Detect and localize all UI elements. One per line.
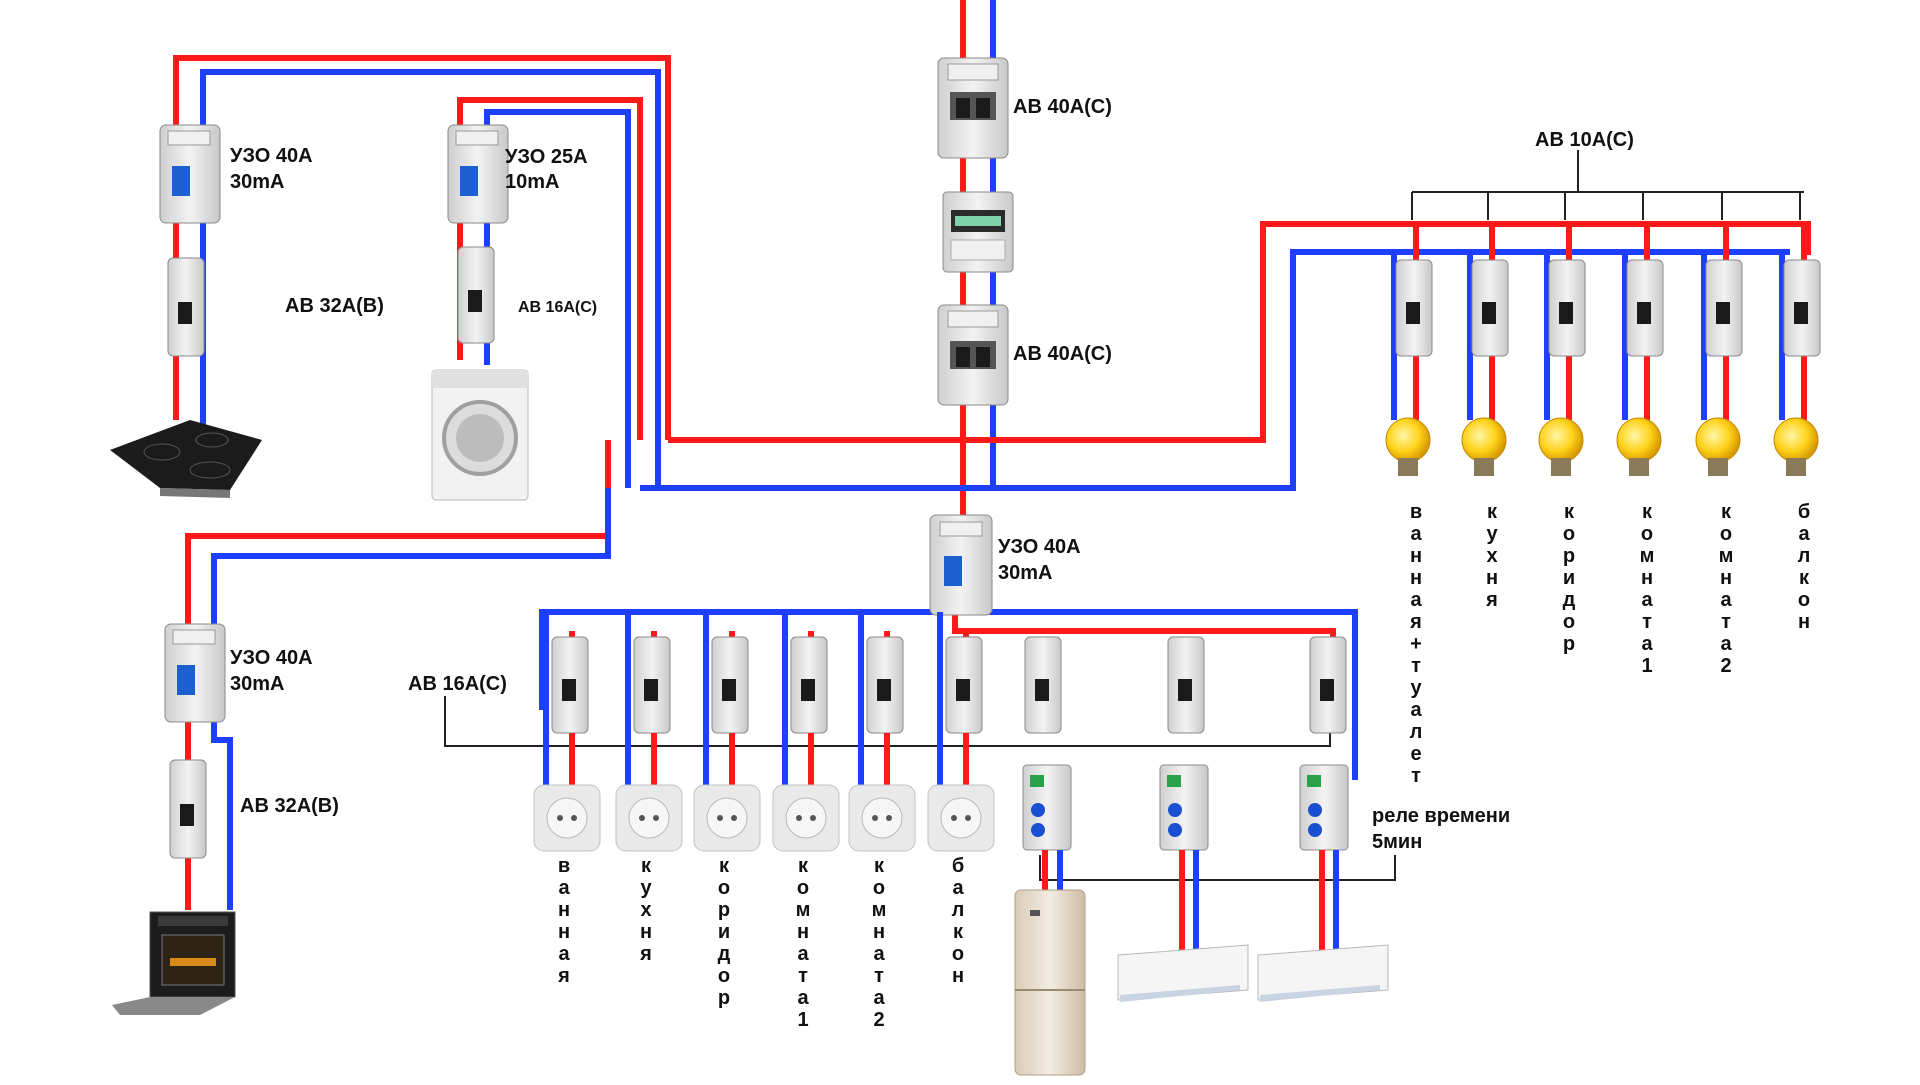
power-socket-icon [533,784,601,852]
rcd-oven-label-1: УЗО 40А [230,647,313,669]
rcd-washer-label-2: 10mA [505,171,559,193]
electricity-meter-icon [942,191,1014,273]
air-conditioner-icon [1117,850,1389,1002]
power-socket-icon [615,784,683,852]
rcd-oven-label-2: 30mA [230,673,284,695]
oven-icon [112,911,236,1015]
rcd-hob-label-1: УЗО 40А [230,145,313,167]
rcd-center [929,514,993,616]
socket-breaker [711,636,749,734]
socket-breaker [790,636,828,734]
breaker-washer [457,246,495,344]
light-bulb-icon [1773,417,1819,476]
washing-machine-icon [431,369,529,501]
lighting-bracket [1411,150,1804,220]
relay-label-1: реле времени [1372,805,1510,827]
light-breaker [1626,259,1664,357]
rcd-washer-label-1: УЗО 25А [505,146,588,168]
breaker-hob-label: АВ 32А(В) [285,295,384,317]
light-breaker [1548,259,1586,357]
rcd-oven [164,623,226,723]
light-bulb-icon [1461,417,1507,476]
light-breaker [1471,259,1509,357]
power-socket-icon [772,784,840,852]
light-breaker [1395,259,1433,357]
rcd-hob [159,124,221,224]
power-socket-icon [927,784,995,852]
socket-breaker [866,636,904,734]
power-socket-icon [693,784,761,852]
main-breaker-top [937,57,1009,159]
socket-breaker [633,636,671,734]
socket-breaker [551,636,589,734]
relay-label-2: 5мин [1372,831,1422,853]
power-socket-icon [848,784,916,852]
wires [173,0,1811,910]
light-bulb-icon [1695,417,1741,476]
rcd-center-label-2: 30mA [998,562,1052,584]
sockets-breakers-label: АВ 16А(С) [408,673,507,695]
light-bulb-icon [1538,417,1584,476]
breaker-oven [169,759,207,859]
time-relay-icon [1022,764,1349,851]
relay-bracket [1039,855,1396,881]
lighting-breakers-label: АВ 10А(С) [1535,129,1634,151]
light-bulb-icon [1616,417,1662,476]
breaker-oven-label: АВ 32А(В) [240,795,339,817]
socket-breaker [945,636,983,734]
breaker-washer-label: АВ 16А(С) [518,299,597,316]
rcd-hob-label-2: 30mA [230,171,284,193]
light-breaker [1783,259,1821,357]
main-breaker-bottom [937,304,1009,406]
refrigerator-icon [1014,850,1086,1076]
light-breaker [1705,259,1743,357]
breaker-hob [167,257,205,357]
light-bulb-icon [1385,417,1431,476]
special-breakers [1024,636,1347,734]
rcd-washer [447,124,509,224]
main-breaker-bottom-label: АВ 40А(С) [1013,343,1112,365]
main-breaker-top-label: АВ 40А(С) [1013,96,1112,118]
induction-hob-icon [110,420,262,498]
rcd-center-label-1: УЗО 40А [998,536,1081,558]
